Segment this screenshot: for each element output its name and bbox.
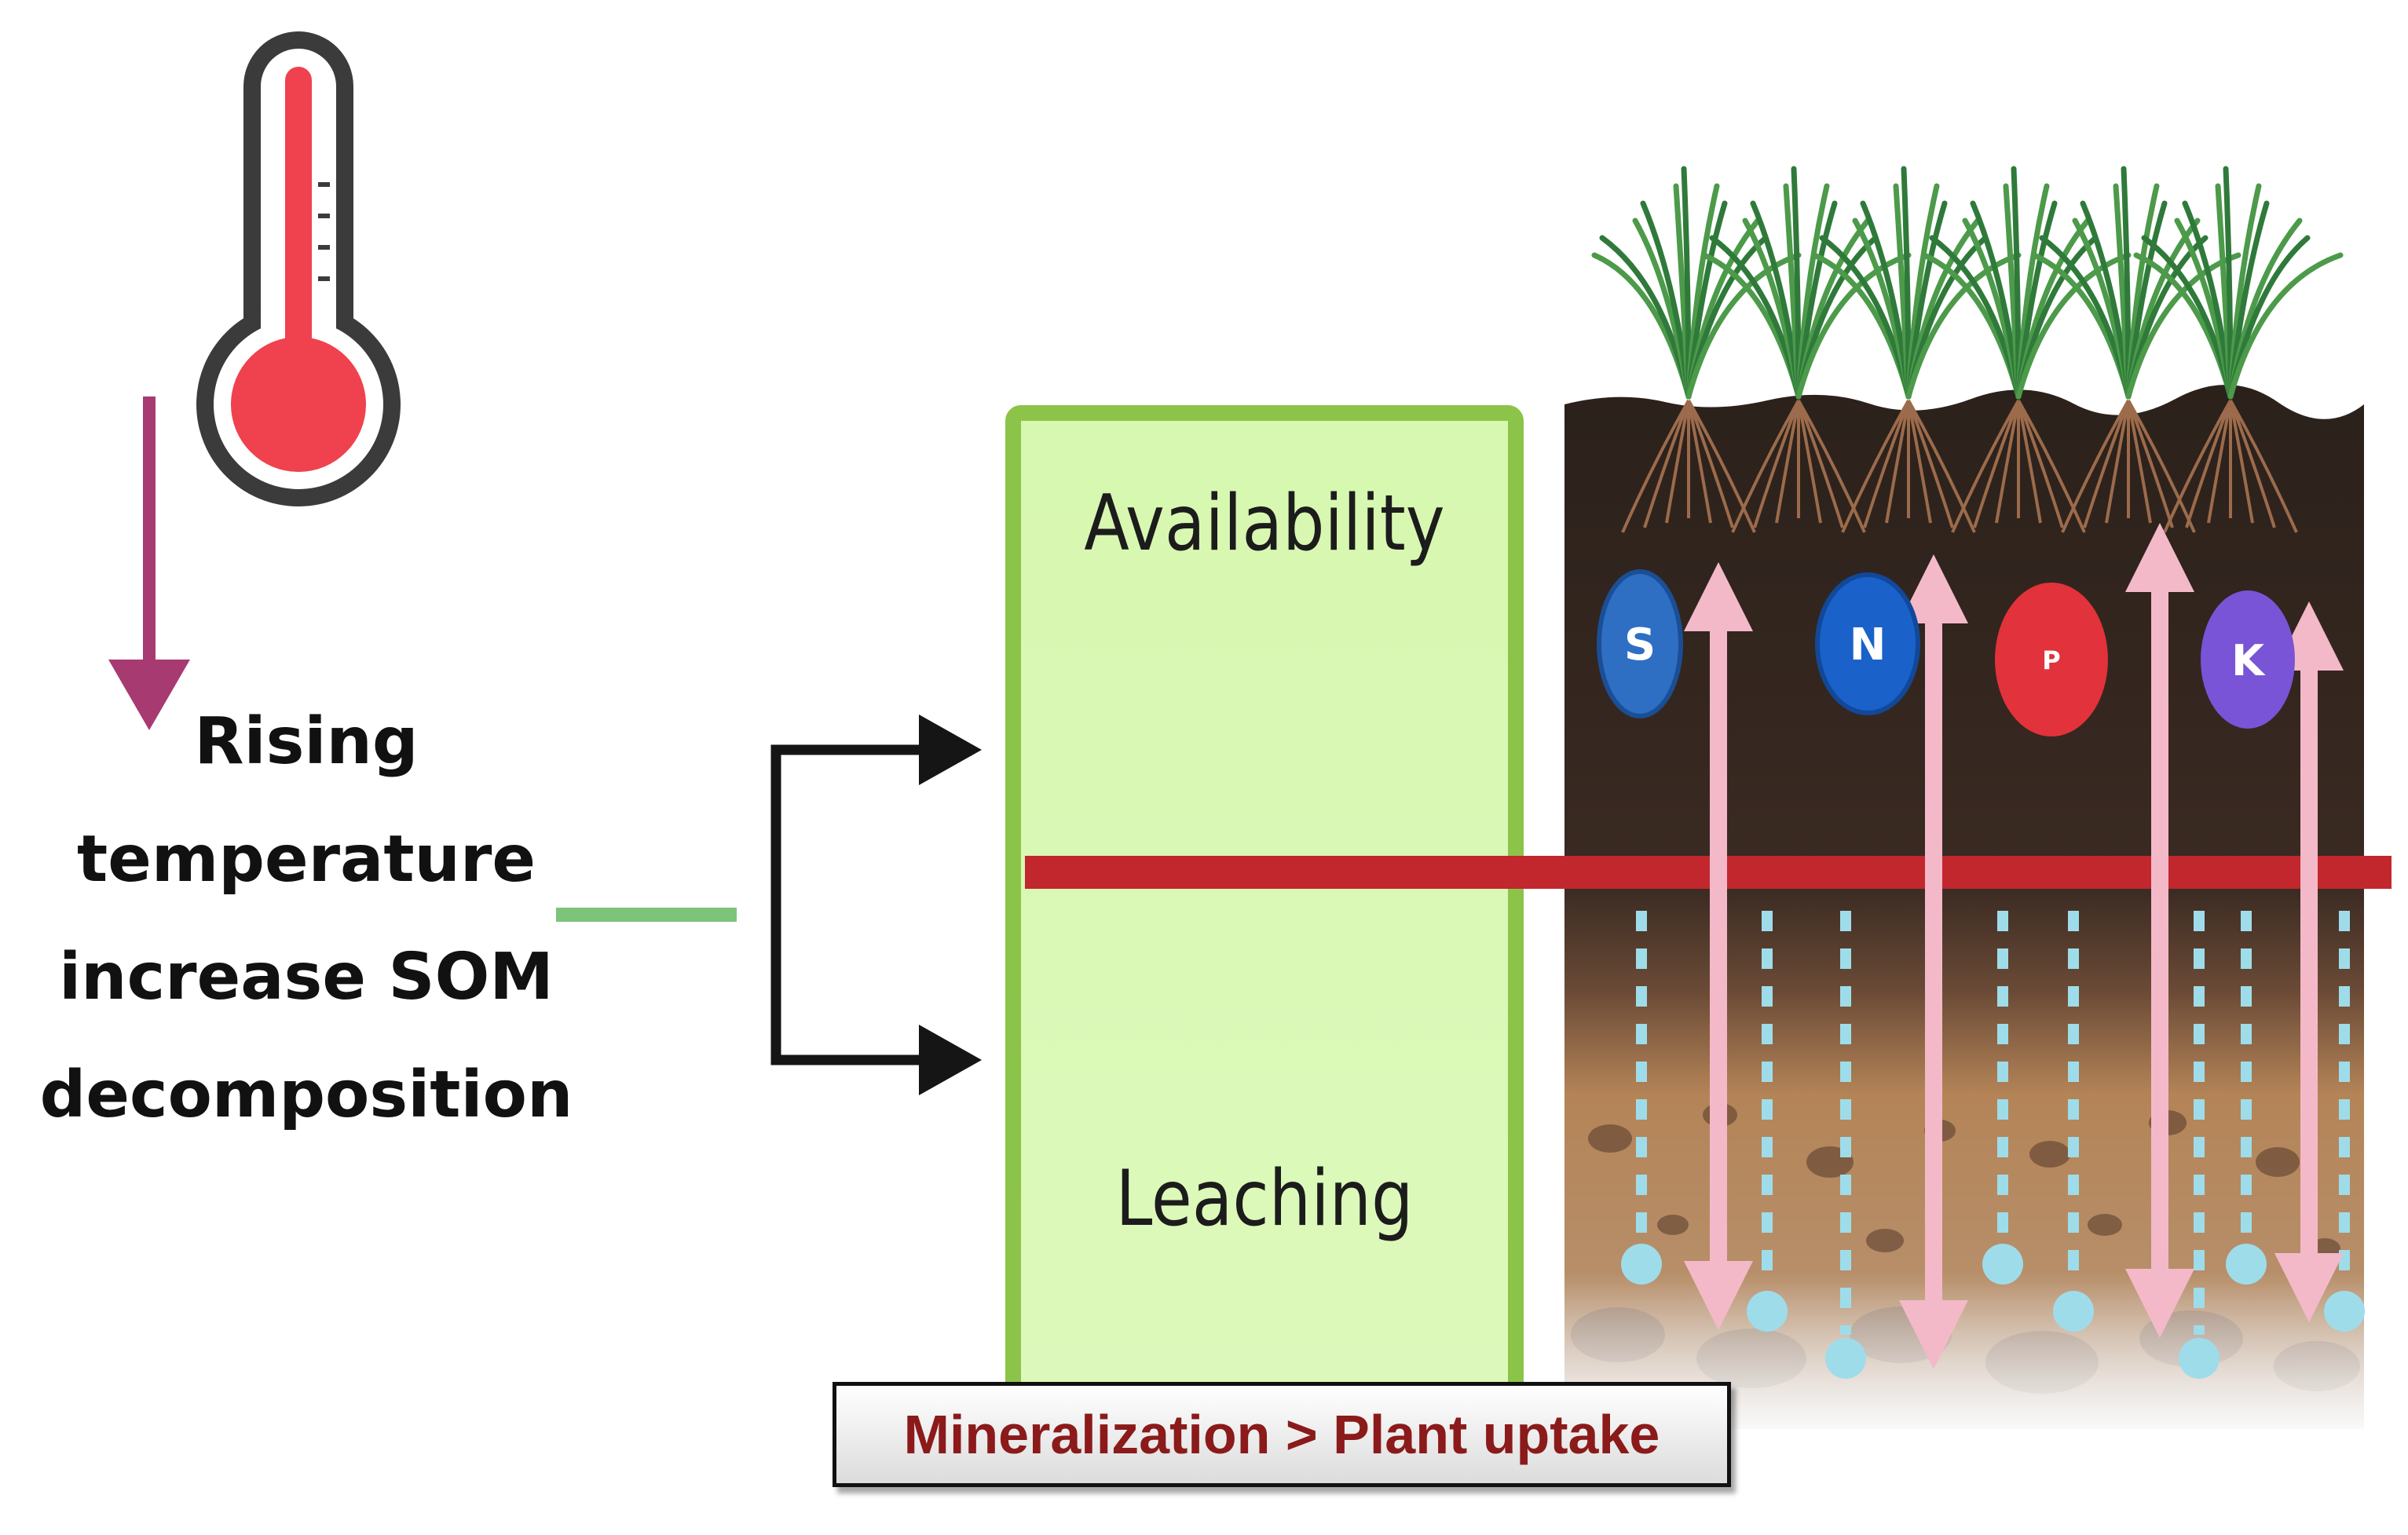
grass-tuft (2031, 166, 2241, 400)
label-line-4: decomposition (39, 1058, 573, 1132)
grass-tuft (1921, 166, 2132, 400)
grass-icon (1591, 166, 2344, 533)
water-drop-icon (2179, 911, 2220, 1379)
nutrient-k-label: K (2231, 636, 2266, 685)
nutrient-n-label: N (1850, 619, 1887, 671)
down-arrow-icon (108, 397, 190, 730)
summary-box: Mineralization > Plant uptake (833, 1382, 1731, 1487)
label-line-1: Rising (194, 704, 419, 779)
root-icon (1731, 400, 1866, 533)
thermometer-icon (196, 31, 401, 506)
water-drop-icon (1825, 911, 1866, 1379)
grass-tuft (1591, 166, 1802, 400)
water-drip-lines (1621, 911, 2365, 1379)
label-line-3: increase SOM (59, 940, 554, 1014)
water-drop-icon (1621, 911, 1662, 1285)
uptake-arrows (1684, 523, 2344, 1369)
leaching-label: Leaching (1115, 1154, 1414, 1244)
summary-text: Mineralization > Plant uptake (903, 1404, 1660, 1465)
water-drop-icon (1982, 911, 2023, 1285)
root-icon (2163, 400, 2298, 533)
nutrient-p-label: P (2042, 645, 2060, 675)
split-arrow-icon (770, 715, 982, 1095)
water-drop-icon (2226, 911, 2267, 1285)
root-icon (2061, 400, 2196, 533)
availability-label: Availability (1084, 479, 1445, 568)
grass-tuft (2133, 166, 2344, 400)
nutrient-s-icon (1597, 569, 1683, 718)
root-icon (1841, 400, 1976, 533)
root-icon (1951, 400, 2086, 533)
threshold-bar (1025, 856, 2392, 889)
water-drop-icon (2053, 911, 2094, 1332)
nutrient-k-icon (2201, 590, 2295, 729)
nutrient-group: S N P K (1597, 569, 2295, 736)
water-drop-icon (1747, 911, 1788, 1332)
nutrient-s-label: S (1624, 619, 1656, 671)
label-line-2: temperature (77, 822, 536, 897)
nutrient-p-icon (1995, 583, 2108, 736)
grass-tuft (1811, 166, 2022, 400)
root-icon (1621, 400, 1756, 533)
nutrient-n-icon (1815, 572, 1920, 715)
grass-tuft (1701, 166, 1912, 400)
temperature-effect-label: Rising temperature increase SOM decompos… (0, 683, 613, 1154)
